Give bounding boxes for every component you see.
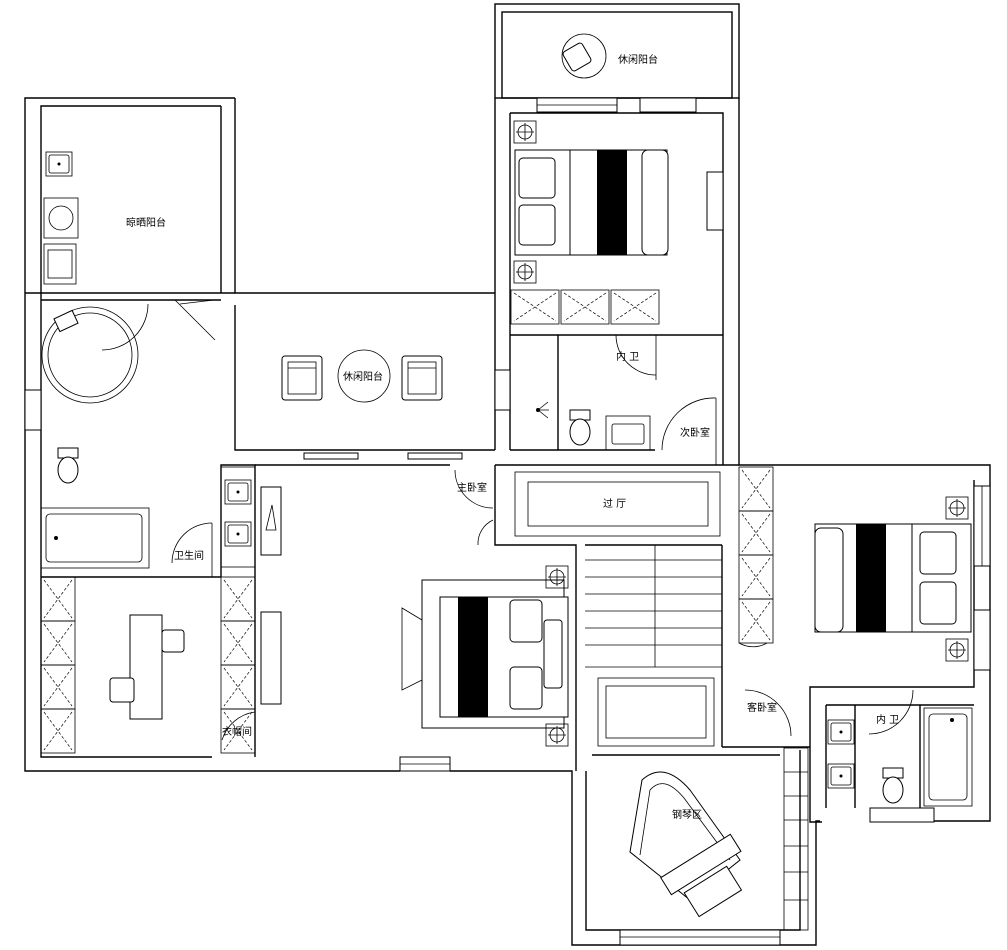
wardrobe-door-swing: [738, 642, 768, 648]
bed-icon: [514, 149, 669, 256]
toilet-icon: [882, 767, 904, 804]
bed-icon: [814, 523, 972, 633]
toilet-icon: [57, 447, 79, 484]
wardrobe: [40, 576, 76, 754]
top-wardrobe: [510, 289, 660, 325]
armchair-icon: [281, 355, 323, 401]
master-bedroom-label: 主卧室: [457, 481, 487, 494]
inner-bath-top-label: 内 卫: [616, 350, 639, 363]
laundry-balcony-label: 晾晒阳台: [126, 216, 166, 229]
right-wardrobe: [738, 466, 774, 644]
bathtub-icon: [923, 707, 973, 807]
sliding-doors: [303, 452, 463, 460]
laundry-sink-icon: [45, 151, 73, 177]
staircase: [585, 545, 722, 668]
dryer-icon: [43, 243, 77, 285]
shower-icon: [536, 401, 549, 419]
inner-bath-right-label: 内 卫: [876, 713, 899, 726]
hallway-sideboard: [514, 471, 721, 537]
round-bathtub-icon: [41, 306, 139, 404]
desk-icon: [109, 614, 185, 720]
lamp-icon: [513, 260, 537, 284]
guest-bedroom-label: 客卧室: [747, 701, 777, 714]
piano-icon: [629, 771, 743, 918]
windows: [24, 97, 991, 946]
piano-area-label: 钢琴区: [672, 808, 702, 821]
exterior-walls: [24, 3, 991, 946]
dresser-icon: [260, 486, 282, 556]
second-bedroom-top-label: 次卧室: [680, 426, 710, 439]
double-sink-icon: [827, 719, 855, 789]
storage-cabinet: [597, 677, 715, 747]
piano-wardrobe: [783, 747, 809, 931]
chair-icon: [561, 33, 607, 79]
lamp-icon: [945, 638, 969, 662]
sink-icon: [605, 415, 651, 451]
round-table-icon: [337, 349, 391, 403]
leisure-balcony-mid-label: 休闲阳台: [343, 370, 383, 383]
vanity-icon: [220, 466, 256, 568]
toilet-icon: [569, 409, 591, 446]
master-closet-label: 衣帽间: [222, 725, 252, 738]
lamp-icon: [945, 496, 969, 520]
armchair-icon: [401, 355, 443, 401]
master-bed-icon: [401, 579, 569, 729]
washing-machine-icon: [43, 197, 79, 239]
hallway-label: 过 厅: [603, 497, 626, 510]
bathtub-icon: [40, 507, 150, 569]
tv-icon: [706, 171, 724, 231]
lamp-icon: [513, 120, 537, 144]
bathroom-label: 卫生间: [174, 549, 204, 562]
leisure-balcony-top-label: 休闲阳台: [618, 53, 658, 66]
tv-cabinet-icon: [260, 611, 282, 705]
